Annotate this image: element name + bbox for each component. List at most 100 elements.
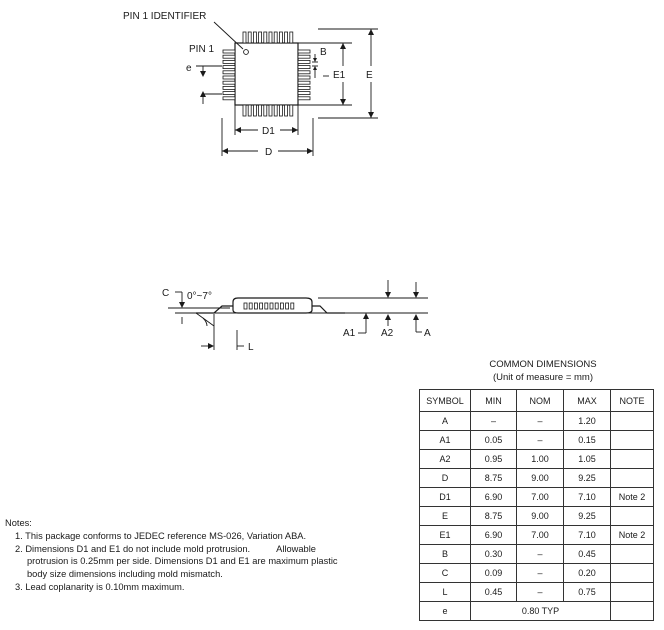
cell-max: 7.10 (563, 487, 611, 507)
left-leads (222, 49, 236, 101)
lead-pin (222, 96, 236, 101)
note-2-continued: protrusion is 0.25mm per side. Dimension… (27, 556, 338, 580)
cell-symbol: A2 (419, 449, 471, 469)
cell-max: 0.75 (563, 582, 611, 602)
lead-pin (269, 302, 274, 310)
cell-note (610, 544, 654, 564)
cell-nom: 9.00 (516, 468, 564, 488)
cell-nom: – (516, 544, 564, 564)
lead-pin (273, 104, 278, 117)
cell-max: 0.20 (563, 563, 611, 583)
cell-symbol: E (419, 506, 471, 526)
table-row: A––1.20 (419, 411, 654, 431)
cell-symbol: D1 (419, 487, 471, 507)
lead-pin (278, 104, 283, 117)
right-gullwing-lead (312, 305, 345, 314)
cell-note (610, 449, 654, 469)
lead-pin (247, 104, 252, 117)
d-label: D (265, 147, 272, 158)
lead-pin (285, 302, 290, 310)
cell-nom: 7.00 (516, 525, 564, 545)
cell-symbol: L (419, 582, 471, 602)
a-label: A (424, 328, 431, 339)
cell-symbol: C (419, 563, 471, 583)
cell-max: 1.20 (563, 411, 611, 431)
side-leads (243, 302, 295, 310)
a2-label: A2 (381, 328, 394, 339)
dimensions-caption-title: COMMON DIMENSIONS (489, 359, 597, 370)
lead-pin (268, 31, 273, 44)
notes-heading: Notes: (5, 518, 32, 528)
lead-pin (263, 104, 268, 117)
lead-pin (264, 302, 269, 310)
cell-min: 0.09 (470, 563, 517, 583)
lead-pin (252, 31, 257, 44)
l-label: L (248, 342, 254, 353)
package-body (234, 42, 299, 106)
cell-max: 9.25 (563, 506, 611, 526)
lead-pin (289, 31, 294, 44)
cell-max: 0.45 (563, 544, 611, 564)
cell-min: 8.75 (470, 468, 517, 488)
cell-symbol: E1 (419, 525, 471, 545)
cell-min: 0.95 (470, 449, 517, 469)
angle-label: 0°~7° (187, 291, 212, 302)
lead-pin (222, 49, 236, 54)
cell-nom: 7.00 (516, 487, 564, 507)
d1-label: D1 (262, 126, 275, 137)
cell-max: 9.25 (563, 468, 611, 488)
cell-max: 0.15 (563, 430, 611, 450)
lead-pin (297, 80, 311, 85)
lead-pin (297, 70, 311, 75)
header-symbol: SYMBOL (419, 389, 471, 412)
note-1: 1. This package conforms to JEDEC refere… (15, 530, 307, 541)
cell-min: 6.90 (470, 487, 517, 507)
lead-pin (284, 104, 289, 117)
lead-pin (274, 302, 279, 310)
pin1-dot (243, 49, 249, 55)
top-view: PIN 1 IDENTIFIER PIN 1 e B E1 E (123, 11, 378, 158)
note-2-allowable: Allowable (276, 543, 316, 554)
lead-pin (289, 104, 294, 117)
cell-symbol: A (419, 411, 471, 431)
lead-pin (248, 302, 253, 310)
lead-pin (297, 65, 311, 69)
cell-max: 7.10 (563, 525, 611, 545)
cell-nom: – (516, 563, 564, 583)
header-nom: NOM (516, 389, 564, 412)
dimensions-caption-unit: (Unit of measure = mm) (492, 372, 594, 383)
lead-pin (297, 49, 311, 54)
lead-pin (243, 302, 248, 310)
cell-min: 0.45 (470, 582, 517, 602)
note-3: 3. Lead coplanarity is 0.10mm maximum. (15, 581, 185, 592)
side-view: C 0°~7° L A2 A1 A (162, 280, 431, 353)
lead-pin (297, 91, 311, 95)
cell-nom: 9.00 (516, 506, 564, 526)
lead-pin (259, 302, 264, 310)
lead-pin (222, 91, 236, 95)
lead-pin (297, 96, 311, 101)
cell-typ-value: 0.80 TYP (470, 601, 611, 621)
cell-note (610, 601, 654, 621)
lead-pin (222, 70, 236, 75)
lead-pin (279, 302, 284, 310)
cell-note (610, 506, 654, 526)
pin1-identifier-leader (213, 21, 244, 50)
e-label: E (366, 70, 373, 81)
b-label: B (320, 47, 327, 58)
bottom-leads (242, 104, 294, 117)
lead-pin (297, 86, 311, 90)
package-outline-drawing: PIN 1 IDENTIFIER PIN 1 e B E1 E (123, 11, 431, 353)
lead-pin (268, 104, 273, 117)
lead-pin (258, 31, 263, 44)
lead-pin (290, 302, 295, 310)
lead-pin (247, 31, 252, 44)
top-leads (242, 31, 294, 44)
